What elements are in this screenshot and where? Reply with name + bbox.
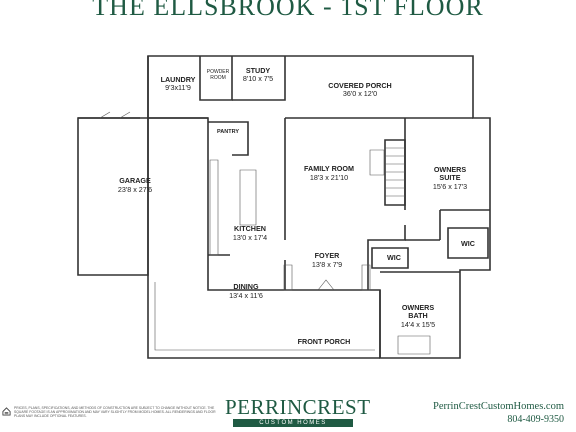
- owners-suite-dim: 15'6 x 17'3: [433, 182, 467, 191]
- exterior-wall: [77, 55, 491, 359]
- owners-bath-dim: 14'4 x 15'5: [401, 320, 435, 329]
- brand-logo[interactable]: PERRINCREST CUSTOM HOMES: [225, 395, 371, 427]
- dining-name: DINING: [233, 282, 259, 291]
- foyer-name: FOYER: [315, 251, 341, 260]
- laundry-dim: 9'3x11'9: [165, 83, 191, 92]
- powder-wall: [199, 56, 233, 101]
- kitchen-island: [239, 169, 257, 226]
- column-right: [361, 264, 371, 291]
- plan-title: THE ELLSBROOK - 1ST FLOOR: [92, 0, 484, 21]
- owners-bath-wall: [379, 271, 460, 358]
- contact-block: PerrinCrestCustomHomes.com 804-409-9350: [433, 400, 564, 426]
- equal-housing-icon: [2, 407, 11, 416]
- pantry-name: PANTRY: [217, 129, 239, 135]
- garage-dim: 23'8 x 27'6: [118, 185, 152, 194]
- kitchen-name: KITCHEN: [234, 224, 266, 233]
- column-left: [283, 264, 293, 291]
- foyer-dim: 13'8 x 7'9: [312, 260, 342, 269]
- powder-label-2: ROOM: [210, 75, 226, 81]
- porch-railing: [154, 282, 375, 351]
- brand-name: PERRINCREST: [225, 395, 371, 419]
- kitchen-counter: [209, 159, 219, 256]
- covered-porch-dim: 36'0 x 12'0: [343, 89, 377, 98]
- study-wall: [232, 56, 286, 101]
- garage-door: [99, 111, 131, 119]
- owners-bath-name-2: BATH: [408, 311, 427, 320]
- front-porch-outline: [147, 275, 380, 359]
- dining-dim: 13'4 x 11'6: [229, 291, 263, 300]
- laundry-name: LAUNDRY: [161, 75, 196, 84]
- wic-right-name: WIC: [461, 239, 475, 248]
- front-porch-name: FRONT PORCH: [298, 337, 351, 346]
- website-link[interactable]: PerrinCrestCustomHomes.com: [433, 401, 564, 412]
- garage-wall: [78, 117, 149, 275]
- wic-left: [371, 247, 409, 269]
- kitchen-dim: 13'0 x 17'4: [233, 233, 267, 242]
- bathtub: [397, 335, 431, 355]
- owners-bath-name: OWNERS: [402, 303, 435, 312]
- stairs: [384, 139, 406, 206]
- covered-porch-name: COVERED PORCH: [328, 81, 392, 90]
- family-suite-divider: [367, 118, 406, 290]
- wic-right: [447, 227, 489, 259]
- family-room-name: FAMILY ROOM: [304, 164, 354, 173]
- study-name: STUDY: [246, 66, 271, 75]
- powder-label-1: POWDER: [207, 69, 230, 75]
- garage-name: GARAGE: [119, 176, 151, 185]
- stair-treads: [385, 147, 405, 197]
- brand-tagline: CUSTOM HOMES: [233, 419, 353, 427]
- study-dim: 8'10 x 7'5: [243, 74, 273, 83]
- disclaimer-text: PRICES, PLANS, SPECIFICATIONS, AND METHO…: [14, 406, 216, 418]
- fireplace: [369, 149, 385, 176]
- owners-suite-name: OWNERS: [434, 165, 467, 174]
- owners-suite-lower-wall: [405, 209, 490, 241]
- wic-left-name: WIC: [387, 253, 401, 262]
- phone-number[interactable]: 804-409-9350: [507, 414, 564, 425]
- family-room-dim: 18'3 x 21'10: [310, 173, 348, 182]
- pantry-wall: [208, 121, 249, 156]
- front-door: [317, 279, 335, 291]
- owners-suite-name-2: SUITE: [439, 173, 460, 182]
